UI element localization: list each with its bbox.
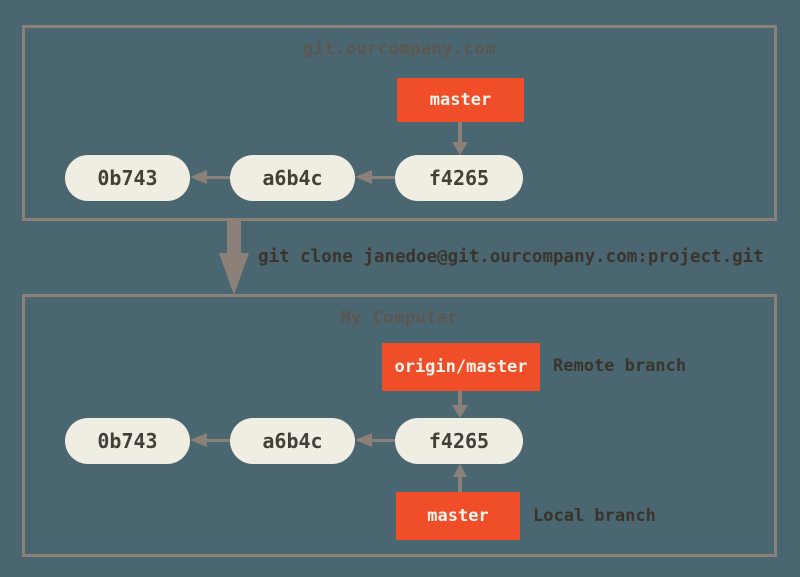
server-box xyxy=(22,25,777,221)
commit-label: 0b743 xyxy=(97,429,158,453)
computer-box xyxy=(22,294,777,557)
server-parent-arrow-line xyxy=(206,176,230,179)
local-branch-arrow-line xyxy=(458,477,462,492)
server-parent-arrow-line xyxy=(371,176,395,179)
computer-parent-arrow-line xyxy=(371,439,395,442)
commit-label: f4265 xyxy=(428,166,490,190)
local-branch-annotation: Local branch xyxy=(533,506,656,526)
commit-label: a6b4c xyxy=(262,166,323,190)
computer-box-title: My Computer xyxy=(340,308,459,328)
computer-parent-arrow-line xyxy=(206,439,230,442)
remote-branch-origin-master: origin/master xyxy=(382,343,540,391)
clone-command: git clone janedoe@git.ourcompany.com:pro… xyxy=(258,247,764,267)
server-commit-a6b4c: a6b4c xyxy=(230,155,355,201)
server-master-arrow-line xyxy=(458,122,462,143)
commit-label: 0b743 xyxy=(97,166,158,190)
local-branch-label: master xyxy=(427,506,489,526)
computer-parent-arrow-head-icon xyxy=(190,433,207,447)
local-branch-master: master xyxy=(396,492,520,540)
server-master-arrow-head-icon xyxy=(452,142,468,155)
server-parent-arrow-head-icon xyxy=(190,170,207,184)
commit-label: f4265 xyxy=(428,429,490,453)
server-commit-f4265: f4265 xyxy=(395,155,523,201)
computer-commit-0b743: 0b743 xyxy=(65,418,190,464)
local-branch-arrow-head-icon xyxy=(453,464,467,477)
commit-label: a6b4c xyxy=(262,429,323,453)
remote-branch-arrow-head-icon xyxy=(452,405,468,418)
server-box-title: git.ourcompany.com xyxy=(302,39,497,59)
remote-branch-arrow-line xyxy=(458,391,462,406)
computer-commit-a6b4c: a6b4c xyxy=(230,418,355,464)
server-master-branch: master xyxy=(397,78,524,122)
computer-parent-arrow-head-icon xyxy=(355,433,372,447)
server-parent-arrow-head-icon xyxy=(355,170,372,184)
server-master-branch-label: master xyxy=(429,90,492,110)
remote-branch-annotation: Remote branch xyxy=(553,356,687,376)
server-commit-0b743: 0b743 xyxy=(65,155,190,201)
clone-arrow-head-icon xyxy=(219,253,249,295)
remote-branch-label: origin/master xyxy=(394,357,528,377)
computer-commit-f4265: f4265 xyxy=(395,418,523,464)
clone-arrow-shaft xyxy=(227,221,241,253)
